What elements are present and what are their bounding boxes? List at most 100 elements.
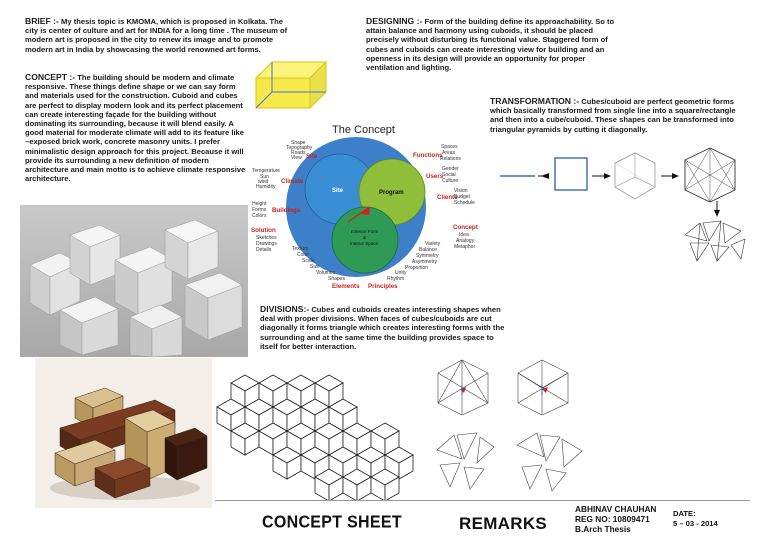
svg-text:Areas: Areas xyxy=(442,150,456,156)
divided-cubes-drawings xyxy=(436,359,583,492)
divisions-text: Cubes and cuboids creates interesting sh… xyxy=(260,305,505,351)
svg-text:Spaces: Spaces xyxy=(441,144,458,150)
yellow-cuboid-illustration xyxy=(254,60,328,110)
svg-text:Budget: Budget xyxy=(454,194,470,200)
svg-text:Rhythm: Rhythm xyxy=(387,276,404,282)
divisions-heading: DIVISIONS:- xyxy=(260,304,310,314)
concept-diagram-title: The Concept xyxy=(332,124,395,136)
svg-text:Analogy: Analogy xyxy=(456,238,475,244)
svg-text:Volumes: Volumes xyxy=(316,270,336,276)
svg-text:Balance: Balance xyxy=(419,247,437,253)
red-concept: Concept xyxy=(453,224,478,231)
reg-number: REG NO: 10809471 xyxy=(575,514,650,524)
svg-text:Color: Color xyxy=(297,252,309,258)
author-name: ABHINAV CHAUHAN xyxy=(575,504,657,514)
buildings-items: Height Forms Colors xyxy=(252,201,267,219)
site-label: Site xyxy=(332,188,344,194)
exterior-label-2: & xyxy=(363,235,366,240)
brief-section: BRIEF :- My thesis topic is KMOMA, which… xyxy=(25,16,290,54)
transformation-heading: TRANSFORMATION :- xyxy=(490,96,580,106)
white-cubes-photo xyxy=(20,205,248,357)
brief-heading: BRIEF :- xyxy=(25,16,59,26)
red-functions: Functions xyxy=(413,152,443,159)
transformation-text: Cubes/cuboid are perfect geometric forms… xyxy=(490,97,736,134)
red-solution: Solution xyxy=(251,227,276,234)
svg-text:Proportion: Proportion xyxy=(405,265,428,271)
exterior-circle xyxy=(331,206,399,274)
concept-sheet-title: CONCEPT SHEET xyxy=(262,513,402,532)
date-value: 5 – 03 - 2014 xyxy=(673,519,718,528)
svg-text:Gender: Gender xyxy=(442,166,459,172)
concept-items: Idea Analogy Metaphor xyxy=(454,232,475,250)
svg-text:Sun: Sun xyxy=(260,174,269,180)
svg-text:Texture: Texture xyxy=(292,246,309,252)
svg-text:Roads: Roads xyxy=(291,150,306,156)
transformation-section: TRANSFORMATION :- Cubes/cuboid are perfe… xyxy=(490,96,738,134)
course: B.Arch Thesis xyxy=(575,524,631,534)
svg-text:Asymmetry: Asymmetry xyxy=(412,259,438,265)
svg-text:Shape: Shape xyxy=(291,140,306,146)
svg-text:Variety: Variety xyxy=(425,241,441,247)
designing-text: Form of the building define its approach… xyxy=(366,17,615,73)
svg-text:Relations: Relations xyxy=(440,156,461,162)
concept-section: CONCEPT :- The building should be modern… xyxy=(25,72,250,184)
svg-text:Colors: Colors xyxy=(252,213,267,219)
cube-face xyxy=(370,476,386,500)
svg-text:Temperature: Temperature xyxy=(252,168,280,174)
svg-text:Humidity: Humidity xyxy=(256,184,276,190)
date-label: DATE: xyxy=(673,509,696,518)
clients-items: Vision Budget Schedule xyxy=(454,188,475,206)
program-label: Program xyxy=(379,190,404,196)
svg-text:Vision: Vision xyxy=(454,188,468,194)
red-users: Users xyxy=(426,173,444,180)
wooden-puzzle-photo xyxy=(35,358,212,508)
svg-text:Sketches: Sketches xyxy=(256,235,277,241)
svg-text:Drawings: Drawings xyxy=(256,241,277,247)
brief-text: My thesis topic is KMOMA, which is propo… xyxy=(25,17,288,54)
red-site: Site xyxy=(306,153,318,160)
exterior-label-3: Interior Space xyxy=(350,241,379,246)
cube-face xyxy=(384,476,400,500)
functions-items: Spaces Areas Relations xyxy=(440,144,461,162)
svg-text:Social: Social xyxy=(442,172,456,178)
elements-items: Texture Color Scale Size Volumes Shapes xyxy=(292,246,345,282)
svg-text:Forms: Forms xyxy=(252,207,267,213)
red-principles: Principles xyxy=(368,283,398,290)
svg-text:Culture: Culture xyxy=(442,178,458,184)
title-block xyxy=(215,500,750,541)
site-items: Shape Topography Roads View xyxy=(286,140,313,161)
svg-text:Idea: Idea xyxy=(459,232,469,238)
isometric-cube-pattern xyxy=(216,374,414,500)
remarks-title: REMARKS xyxy=(459,514,548,533)
red-buildings: Buildings xyxy=(272,207,301,214)
transformation-sequence xyxy=(500,147,746,262)
users-items: Gender Social Culture xyxy=(442,166,459,184)
svg-text:Scale: Scale xyxy=(302,258,315,264)
svg-text:Unity: Unity xyxy=(395,270,407,276)
divisions-section: DIVISIONS:- Cubes and cuboids creates in… xyxy=(260,304,505,351)
solution-items: Sketches Drawings Details xyxy=(256,235,277,253)
exterior-label-1: Exterior Form xyxy=(351,229,379,234)
concept-diagram: The Concept Site Program Exterior Form &… xyxy=(251,124,478,290)
svg-text:Size: Size xyxy=(310,264,320,270)
svg-text:Height: Height xyxy=(252,201,267,207)
svg-text:Symmetry: Symmetry xyxy=(416,253,439,259)
principles-items: Variety Balance Symmetry Asymmetry Propo… xyxy=(387,241,441,282)
red-clients: Clients xyxy=(437,194,458,201)
climate-items: Temperature Sun wind Humidity xyxy=(252,168,280,190)
cube-face xyxy=(398,454,414,480)
cube-face xyxy=(314,476,330,500)
cube-face xyxy=(342,476,358,500)
svg-text:Shapes: Shapes xyxy=(328,276,345,282)
concept-heading: CONCEPT :- xyxy=(25,72,76,82)
svg-text:View: View xyxy=(291,155,302,161)
svg-text:Details: Details xyxy=(256,247,272,253)
designing-section: DESIGNING :- Form of the building define… xyxy=(366,16,622,73)
red-elements: Elements xyxy=(332,283,360,290)
svg-text:Topography: Topography xyxy=(286,145,313,151)
red-climate: Climate xyxy=(281,178,304,185)
concept-text: The building should be modern and climat… xyxy=(25,73,246,184)
svg-text:wind: wind xyxy=(258,179,269,185)
author-block: ABHINAV CHAUHAN REG NO: 10809471 B.Arch … xyxy=(575,504,656,534)
designing-heading: DESIGNING :- xyxy=(366,16,423,26)
